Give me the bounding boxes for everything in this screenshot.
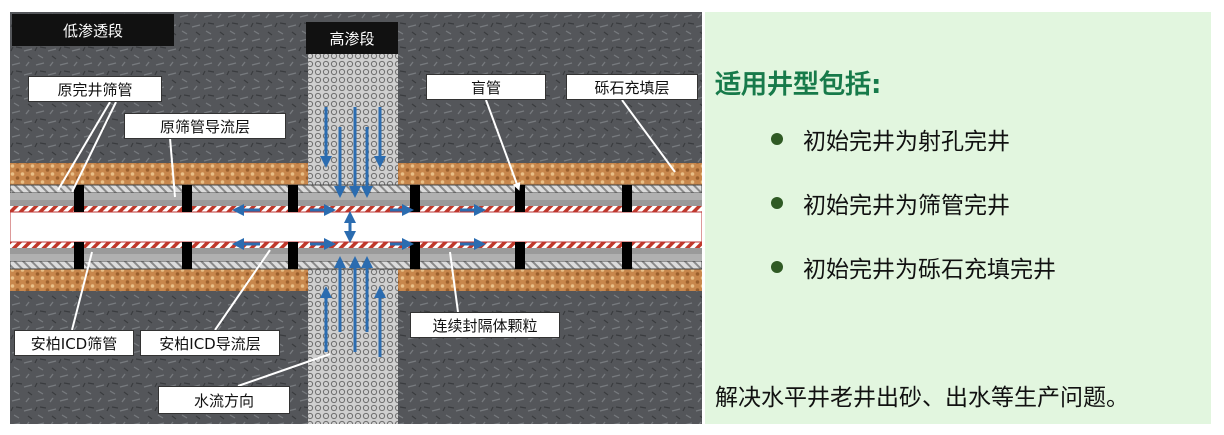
seal-particles-lower <box>10 248 702 254</box>
applicable-well-types-panel: 适用井型包括: 初始完井为射孔完井 初始完井为筛管完井 初始完井为砾石充填完井 … <box>705 12 1211 424</box>
orig-flow-layer-lower <box>10 254 702 261</box>
bullet-item: 初始完井为砾石充填完井 <box>771 250 1056 284</box>
flow-arrows <box>232 107 486 357</box>
label-icd-flow-layer: 安柏ICD导流层 <box>140 330 280 356</box>
orig-flow-layer-upper <box>10 193 702 200</box>
label-flow-direction: 水流方向 <box>158 386 290 414</box>
leader-lines <box>57 99 676 387</box>
panel-heading: 适用井型包括: <box>715 70 882 100</box>
label-blind-pipe: 盲管 <box>426 74 546 100</box>
label-low-perm: 低渗透段 <box>12 14 174 46</box>
bullet-dot-icon <box>771 261 783 273</box>
seal-particles-upper <box>10 200 702 206</box>
icd-screen-lower <box>10 242 702 248</box>
bullet-text: 初始完井为射孔完井 <box>803 129 1010 155</box>
label-orig-flow-layer: 原筛管导流层 <box>124 113 286 139</box>
well-completion-diagram: 低渗透段 高渗段 原完井筛管 原筛管导流层 盲管 砾石充填层 安柏ICD筛管 安… <box>9 12 703 424</box>
icd-screen-upper <box>10 206 702 212</box>
bullet-item: 初始完井为射孔完井 <box>771 122 1010 156</box>
label-high-perm: 高渗段 <box>306 22 398 54</box>
label-orig-screen: 原完井筛管 <box>28 76 162 102</box>
panel-footer: 解决水平井老井出砂、出水等生产问题。 <box>715 385 1129 411</box>
bullet-item: 初始完井为筛管完井 <box>771 186 1010 220</box>
label-seal-particles: 连续封隔体颗粒 <box>410 312 560 338</box>
wellbore <box>9 211 703 243</box>
bullet-dot-icon <box>771 133 783 145</box>
label-icd-screen: 安柏ICD筛管 <box>14 330 134 356</box>
bullet-text: 初始完井为筛管完井 <box>803 193 1010 219</box>
bullet-dot-icon <box>771 197 783 209</box>
label-gravel-pack: 砾石充填层 <box>566 74 698 100</box>
packer-blocks <box>74 185 632 269</box>
bullet-text: 初始完井为砾石充填完井 <box>803 257 1056 283</box>
